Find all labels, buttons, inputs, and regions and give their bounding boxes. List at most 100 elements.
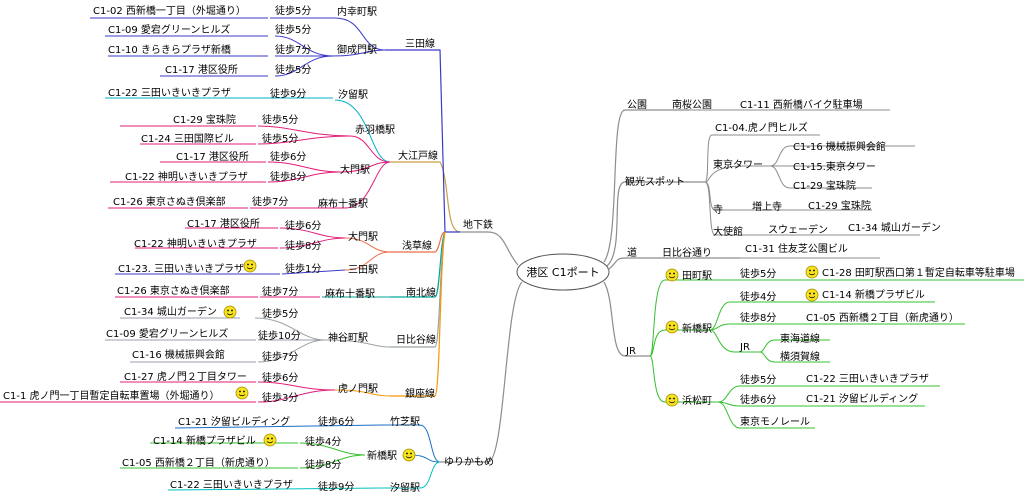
jr-c1-14[interactable]: C1-14 新橋プラザビル <box>822 288 925 301</box>
walk-h2: 徒歩10分 <box>258 329 301 342</box>
walk-m3: 徒歩7分 <box>275 43 311 56</box>
sight-c1-29b[interactable]: C1-29 宝珠院 <box>808 199 871 212</box>
walk-o5: 徒歩8分 <box>270 170 306 183</box>
branch-jr[interactable]: JR <box>625 346 636 357</box>
port-p9[interactable]: C1-22 神明いきいきプラザ <box>125 170 248 183</box>
line-oedo[interactable]: 大江戸線 <box>398 149 438 162</box>
jr-c1-21[interactable]: C1-21 汐留ビルディング <box>806 392 918 405</box>
line-mita[interactable]: 三田線 <box>405 37 435 50</box>
port-p19[interactable]: C1-1 虎ノ門一丁目暫定自転車置場（外堀通り） <box>3 389 220 402</box>
branch-park[interactable]: 公園 <box>627 99 647 111</box>
port-p8[interactable]: C1-17 港区役所 <box>176 150 249 163</box>
port-p2[interactable]: C1-09 愛宕グリーンヒルズ <box>108 23 230 36</box>
sight-tera[interactable]: 寺 <box>713 204 723 216</box>
smiley-icon <box>665 320 679 334</box>
walk-g2: 徒歩3分 <box>262 391 298 404</box>
station-azabujuban-oedo[interactable]: 麻布十番駅 <box>318 197 368 210</box>
port-p5[interactable]: C1-22 三田いきいきプラザ <box>108 87 231 99</box>
port-p22[interactable]: C1-05 西新橋２丁目（新虎通り） <box>122 456 275 469</box>
branch-sightseeing[interactable]: 観光スポット <box>625 175 685 188</box>
walk-j4: 徒歩5分 <box>740 373 776 386</box>
walk-y3: 徒歩8分 <box>305 458 341 471</box>
jr-yokosuka[interactable]: 横須賀線 <box>780 350 820 363</box>
sight-c1-29a[interactable]: C1-29 宝珠院 <box>793 179 856 192</box>
walk-o4: 徒歩6分 <box>270 150 306 163</box>
station-daimon-asakusa[interactable]: 大門駅 <box>348 230 378 243</box>
sight-c1-34[interactable]: C1-34 城山ガーデン <box>848 221 941 234</box>
station-daimon-oedo[interactable]: 大門駅 <box>340 163 370 176</box>
hibiya-links <box>105 317 391 363</box>
station-tamachi[interactable]: 田町駅 <box>682 270 712 282</box>
jr-links <box>649 279 1024 429</box>
line-hibiya[interactable]: 日比谷線 <box>396 333 436 346</box>
park-c1-11[interactable]: C1-11 西新橋バイク駐車場 <box>740 98 863 111</box>
sight-c1-04[interactable]: C1-04.虎ノ門ヒルズ <box>715 121 808 134</box>
station-shimbashi-jr[interactable]: 新橋駅 <box>682 322 712 335</box>
port-p13[interactable]: C1-23. 三田いきいきプラザ <box>118 263 244 275</box>
port-p14[interactable]: C1-26 東京さぬき倶楽部 <box>117 284 230 297</box>
station-azabujuban-nanboku[interactable]: 麻布十番駅 <box>325 287 375 300</box>
jr-sub[interactable]: JR <box>739 342 750 353</box>
station-akabanebashi[interactable]: 赤羽橋駅 <box>355 123 395 136</box>
asakusa-links <box>115 227 391 275</box>
smiley-icon <box>805 265 819 279</box>
port-p15[interactable]: C1-34 城山ガーデン <box>124 305 217 318</box>
jr-monorail[interactable]: 東京モノレール <box>740 415 810 428</box>
port-p18[interactable]: C1-27 虎ノ門２丁目タワー <box>124 371 247 383</box>
branch-subway[interactable]: 地下鉄 <box>463 218 493 231</box>
line-ginza[interactable]: 銀座線 <box>405 387 435 400</box>
walk-m4: 徒歩5分 <box>275 63 311 76</box>
station-shimbashi-yuri[interactable]: 新橋駅 <box>367 449 397 462</box>
port-p4[interactable]: C1-17 港区役所 <box>165 63 238 76</box>
right-gray-links <box>690 109 920 259</box>
jr-c1-05[interactable]: C1-05 西新橋２丁目（新虎通り） <box>806 311 959 324</box>
port-p11[interactable]: C1-17 港区役所 <box>187 217 260 230</box>
walk-y2: 徒歩4分 <box>305 435 341 448</box>
port-p10[interactable]: C1-26 東京さぬき倶楽部 <box>113 195 226 208</box>
ginza-links <box>0 381 391 403</box>
walk-j5: 徒歩6分 <box>740 393 776 406</box>
port-p7[interactable]: C1-24 三田国際ビル <box>141 133 234 145</box>
line-asakusa[interactable]: 浅草線 <box>402 239 432 252</box>
sight-embassy[interactable]: 大使館 <box>713 225 743 238</box>
road-hibiya[interactable]: 日比谷通り <box>662 247 712 259</box>
sight-c1-16[interactable]: C1-16 機械振興会館 <box>793 140 886 153</box>
station-uchisaiwaicho[interactable]: 内幸町駅 <box>337 5 377 18</box>
station-takeshiba[interactable]: 竹芝駅 <box>390 415 420 428</box>
station-toranomon[interactable]: 虎ノ門駅 <box>338 383 378 395</box>
station-kamiyacho[interactable]: 神谷町駅 <box>328 331 368 344</box>
center-node[interactable] <box>516 253 610 291</box>
port-p20[interactable]: C1-21 汐留ビルディング <box>178 415 290 428</box>
sight-tokyotower[interactable]: 東京タワー <box>713 158 763 171</box>
port-p17[interactable]: C1-16 機械振興会館 <box>132 348 225 361</box>
station-shiodome-yuri[interactable]: 汐留駅 <box>390 481 420 494</box>
port-p6[interactable]: C1-29 宝珠院 <box>173 113 236 126</box>
port-p12[interactable]: C1-22 神明いきいきプラザ <box>134 237 257 250</box>
port-p16[interactable]: C1-09 愛宕グリーンヒルズ <box>106 327 228 340</box>
jr-c1-22[interactable]: C1-22 三田いきいきプラザ <box>806 373 929 385</box>
center-label: 港区 C1ポート <box>526 266 599 279</box>
port-p23[interactable]: C1-22 三田いきいきプラザ <box>170 479 293 491</box>
branch-road[interactable]: 道 <box>627 246 637 259</box>
jr-tokaido[interactable]: 東海道線 <box>780 332 820 345</box>
walk-h1: 徒歩5分 <box>262 307 298 320</box>
jr-c1-28[interactable]: C1-28 田町駅西口第１暫定自転車等駐車場 <box>822 266 1015 279</box>
park-nansakura[interactable]: 南桜公園 <box>672 98 712 111</box>
walk-j1: 徒歩5分 <box>740 267 776 280</box>
port-p3[interactable]: C1-10 きらきらプラザ新橋 <box>108 43 231 56</box>
oedo-links <box>105 97 391 209</box>
station-shiodome-oedo[interactable]: 汐留駅 <box>338 88 368 101</box>
station-onarimon[interactable]: 御成門駅 <box>337 43 377 56</box>
station-hamamatsucho[interactable]: 浜松町 <box>682 394 712 407</box>
road-c1-31[interactable]: C1-31 住友芝公園ビル <box>745 242 848 255</box>
station-mita-asakusa[interactable]: 三田駅 <box>348 264 378 276</box>
port-p21[interactable]: C1-14 新橋プラザビル <box>153 434 256 447</box>
port-p1[interactable]: C1-02 西新橋一丁目（外堀通り） <box>93 4 246 17</box>
sight-zojoji[interactable]: 増上寺 <box>752 200 782 213</box>
sight-c1-15[interactable]: C1-15.東京タワー <box>793 160 876 173</box>
walk-o2: 徒歩5分 <box>262 113 298 126</box>
sight-sweden[interactable]: スウェーデン <box>768 223 828 236</box>
smiley-icon <box>263 433 277 447</box>
branch-yurikamome[interactable]: ゆりかもめ <box>444 456 494 468</box>
line-nanboku[interactable]: 南北線 <box>406 286 436 299</box>
